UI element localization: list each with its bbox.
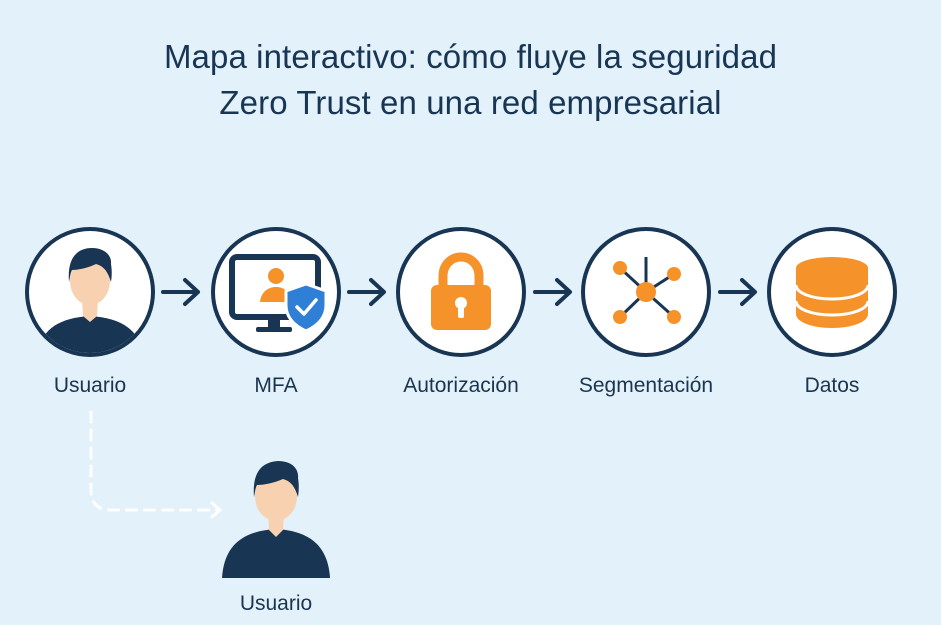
user-icon <box>222 461 330 578</box>
node-datos[interactable] <box>767 227 897 357</box>
monitor-shield-icon <box>229 254 328 333</box>
database-icon <box>794 257 870 328</box>
arrow-3 <box>533 278 572 306</box>
arrow-1 <box>161 278 200 306</box>
arrow-2 <box>347 278 386 306</box>
node-label-segmentacion: Segmentación <box>578 374 714 397</box>
node-autorizacion[interactable] <box>396 227 526 357</box>
node-label-usuario: Usuario <box>53 374 127 397</box>
title-line-2: Zero Trust en una red empresarial <box>219 84 722 121</box>
branch-user[interactable] <box>222 461 330 578</box>
node-label-mfa: MFA <box>254 374 298 397</box>
lock-icon <box>431 252 491 330</box>
node-mfa[interactable] <box>211 227 341 357</box>
node-label-autorizacion: Autorización <box>403 374 519 397</box>
node-usuario[interactable] <box>25 227 155 362</box>
branch-user-label: Usuario <box>239 592 313 615</box>
network-hub-icon <box>613 257 681 324</box>
node-label-datos: Datos <box>804 374 860 397</box>
arrow-4 <box>718 278 757 306</box>
dashed-branch-arrow <box>89 410 222 519</box>
title-line-1: Mapa interactivo: cómo fluye la segurida… <box>163 38 778 75</box>
node-segmentacion[interactable] <box>581 227 711 357</box>
